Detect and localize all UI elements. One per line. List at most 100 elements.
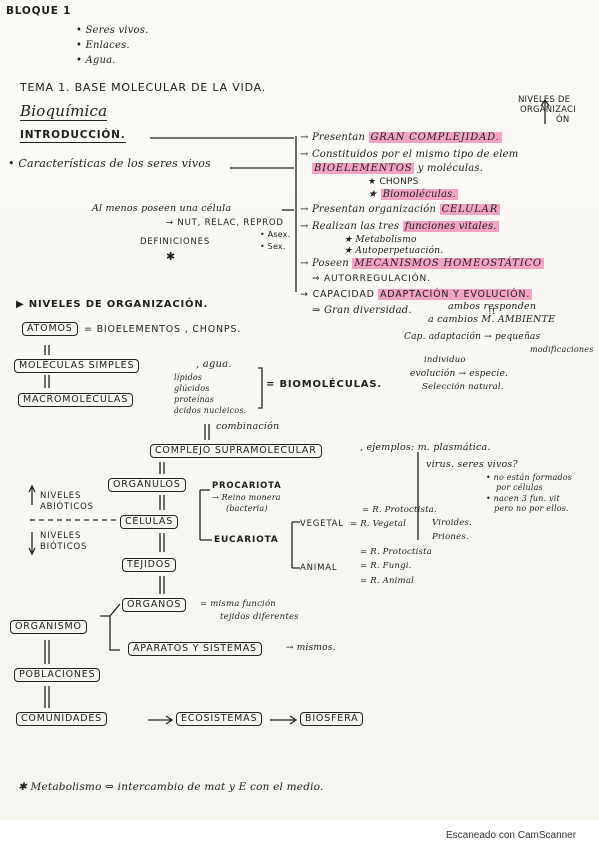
eucariota-branch-ends: [292, 521, 300, 569]
camscanner-watermark: Escaneado con CamScanner: [446, 830, 577, 841]
ambos-note: individuo: [424, 355, 466, 365]
virus-note: • nacen 3 fun. vit: [486, 494, 560, 503]
arrow-celulas-tejidos: [159, 533, 165, 552]
exclamation-mark: !!: [488, 307, 496, 317]
highlight-complejidad: GRAN COMPLEJIDAD.: [368, 132, 502, 143]
bioquimica-heading: Bioquímica: [20, 102, 108, 121]
introduccion-heading: INTRODUCCIÓN.: [20, 129, 126, 143]
moleculas-description: , agua.: [196, 359, 232, 370]
arrow-comunidades-ecosistemas: [148, 715, 174, 725]
level-ecosistemas: ECOSISTEMAS: [176, 712, 263, 726]
vegetal-label: VEGETAL: [300, 519, 344, 529]
macro-item: ácidos nucleicos.: [174, 406, 247, 415]
level-organos: ÓRGANOS: [122, 598, 187, 612]
bloque-item: • Agua.: [76, 55, 116, 66]
virus-note: pero no por ellos.: [494, 504, 569, 513]
intro-sub-metabolismo: ★ Metabolismo: [344, 235, 417, 245]
level-organulos: ORGÁNULOS: [108, 478, 186, 492]
atomos-description: = BIOELEMENTOS , CHONPS.: [84, 324, 242, 335]
tema-title: TEMA 1. BASE MOLECULAR DE LA VIDA.: [20, 81, 267, 94]
organos-note: = misma función: [200, 599, 276, 609]
arrow-moleculas-macro: [44, 375, 50, 388]
r-vegetal: = R. Vegetal: [350, 519, 407, 529]
arrow-complejo-organulos: [159, 462, 165, 474]
reino-monera: (bacteria): [226, 504, 268, 513]
intro-item-adaptacion: → CAPACIDAD ADAPTACIÓN Y EVOLUCIÓN.: [300, 289, 533, 300]
animal-item: = R. Fungi.: [360, 561, 412, 571]
viroides-label: Viroides.: [432, 518, 472, 528]
arrow-poblaciones-comunidades: [44, 686, 50, 708]
item-rest: y moléculas.: [417, 163, 484, 174]
virus-note: por células: [496, 483, 543, 492]
highlight-bioelementos: BIOELEMENTOS: [312, 163, 415, 174]
level-tejidos: TEJIDOS: [122, 558, 176, 572]
r-protoctista: = R. Protoctista.: [362, 505, 437, 515]
procariota-label: PROCARIOTA: [212, 481, 282, 491]
macro-item: lípidos: [174, 373, 203, 382]
highlight-celular: CELULAR: [439, 204, 501, 215]
ambos-note: Cap. adaptación → pequeñas: [404, 332, 541, 342]
item-prefix: → CAPACIDAD: [300, 289, 375, 300]
level-poblaciones: POBLACIONES: [14, 668, 101, 682]
arrow-organismo-poblaciones: [44, 640, 50, 664]
ambos-note: Selección natural.: [422, 382, 504, 392]
item-prefix: ★: [368, 189, 378, 200]
intro-item-constituidos: → Constituidos por el mismo tipo de elem: [300, 149, 519, 160]
eucariota-label: EUCARIOTA: [214, 535, 279, 545]
priones-label: Priones.: [432, 532, 469, 542]
highlight-homeostatico: MECANISMOS HOMEOSTÁTICO: [352, 258, 544, 269]
ambos-note: a cambios M. AMBIENTE: [428, 314, 556, 325]
asterisk-circle: ✱: [166, 250, 176, 263]
combinacion-label: combinación: [216, 421, 280, 432]
level-comunidades: COMUNIDADES: [16, 712, 107, 726]
footnote-metabolismo: ✱ Metabolismo ⇔ intercambio de mat y E c…: [18, 781, 324, 793]
item-prefix: → Realizan las tres: [300, 221, 400, 232]
arrow-tejidos-organos: [159, 576, 165, 594]
celulas-branch-ends: [200, 489, 212, 541]
ambos-note: modificaciones: [530, 345, 594, 354]
level-macromoleculas: MACROMOLÉCULAS: [18, 393, 134, 407]
animal-item: = R. Animal: [360, 576, 415, 586]
level-complejo-supramolecular: COMPLEJO SUPRAMOLECULAR: [150, 444, 322, 458]
intro-item-complejidad: → Presentan GRAN COMPLEJIDAD.: [300, 132, 502, 143]
organismo-brace: [100, 603, 121, 651]
note-sex: • Sex.: [260, 242, 286, 251]
scan-footer: [0, 820, 599, 848]
niveles-corner-arrow: [540, 98, 550, 124]
intro-item-bioelementos: BIOELEMENTOS y moléculas.: [312, 163, 484, 174]
arrow-organulos-celulas: [159, 495, 165, 510]
intro-item-homeostatico: → Poseen MECANISMOS HOMEOSTÁTICO: [300, 258, 544, 269]
level-moleculas-simples: MOLÉCULAS SIMPLES: [14, 359, 140, 373]
item-prefix: → Poseen: [300, 258, 349, 269]
arrow-atomos-moleculas: [44, 345, 50, 355]
item-prefix: → Presentan: [300, 132, 366, 143]
bloque-title: BLOQUE 1: [6, 5, 72, 17]
intro-item-celular: → Presentan organización CELULAR: [300, 204, 501, 215]
level-atomos: ÁTOMOS: [22, 322, 78, 336]
ambos-note: evolución → especie.: [410, 369, 509, 379]
highlight-adaptacion: ADAPTACIÓN Y EVOLUCIÓN.: [378, 289, 533, 300]
niveles-abioticos-label: ABIÓTICOS: [40, 502, 94, 512]
down-arrow-head: [28, 547, 36, 556]
macro-item: proteínas: [174, 395, 215, 404]
level-aparatos-sistemas: APARATOS Y SISTEMAS: [128, 642, 262, 656]
niveles-heading: ▶ NIVELES DE ORGANIZACIÓN.: [16, 299, 209, 310]
arrow-ecosistemas-biosfera: [270, 715, 298, 725]
virus-note: virus. seres vivos?: [426, 459, 518, 470]
ambos-note: ambos responden: [448, 301, 537, 312]
level-biosfera: BIOSFERA: [300, 712, 364, 726]
niveles-corner-line: ÓN: [556, 115, 570, 125]
note-al-menos: Al menos poseen una célula: [92, 203, 232, 214]
intro-sub-chonps: ★ CHONPS: [368, 177, 419, 187]
intro-sub-autorregulacion: ⇒ AUTORREGULACIÓN.: [312, 274, 431, 284]
highlight-funciones: funciones vitales.: [402, 221, 499, 232]
intro-sub-biomoleculas: ★ Biomoléculas.: [368, 189, 458, 200]
level-organismo: ORGANISMO: [10, 620, 87, 634]
bloque-item: • Seres vivos.: [76, 25, 149, 36]
intro-sub-autoperpetuacion: ★ Autoperpetuación.: [344, 246, 444, 256]
macro-item: glúcidos: [174, 384, 210, 393]
animal-label: ANIMAL: [300, 563, 338, 573]
bloque-item: • Enlaces.: [76, 40, 130, 51]
niveles-abioticos-label: NIVELES: [40, 491, 82, 501]
